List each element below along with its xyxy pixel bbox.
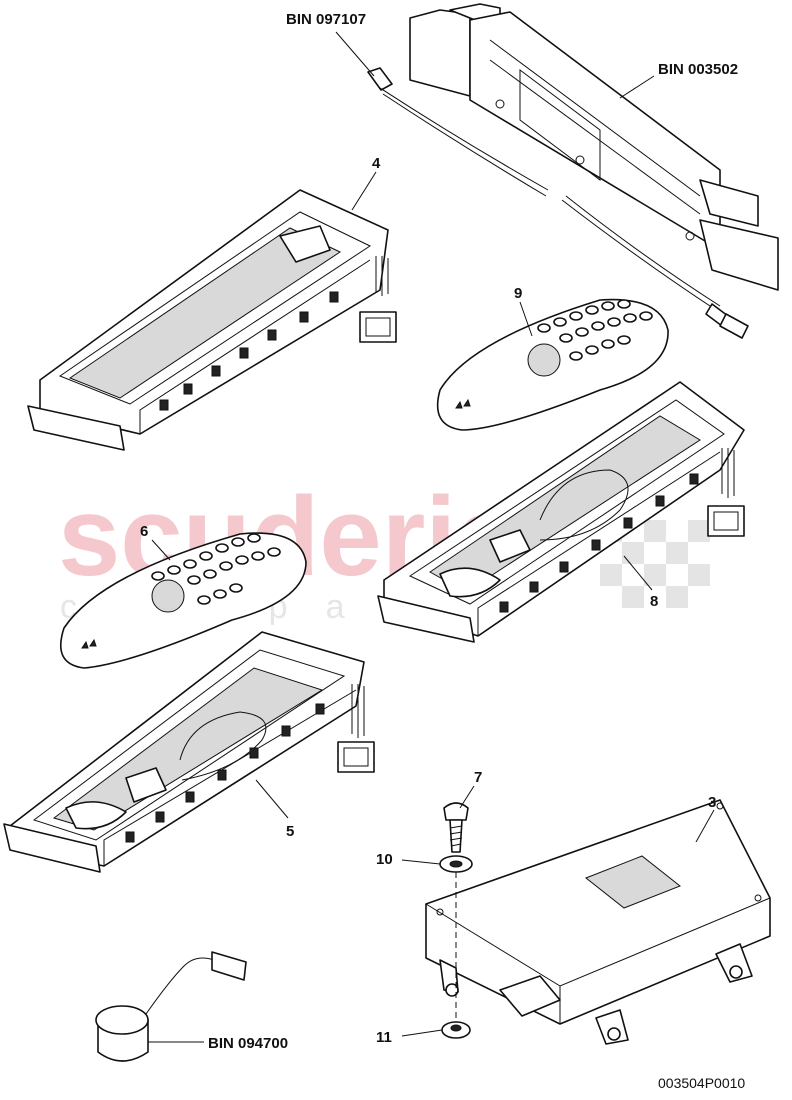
cradle-part-5 [3,631,375,873]
remote-part-9 [436,298,669,431]
label-bin-094700: BIN 094700 [208,1035,288,1052]
cradle-part-8 [377,381,745,643]
antenna-cable-part [367,67,749,339]
tray-part-4 [27,189,397,451]
remote-part-6 [59,532,307,669]
label-part-6: 6 [140,523,148,540]
microphone-part [95,951,247,1062]
washer-part-11 [441,1021,471,1039]
control-module-part-3 [425,799,771,1045]
label-part-11: 11 [376,1029,392,1046]
leader-lines [148,31,715,1043]
diagram-code: 003504P0010 [658,1075,745,1091]
screw-part-7 [443,802,469,853]
checker-flag-graphic [600,520,710,608]
label-part-5: 5 [286,823,294,840]
label-part-7: 7 [474,769,482,786]
callout-labels: BIN 097107 BIN 003502 BIN 094700 3 4 5 6… [140,11,745,1091]
antenna-module-part [409,3,779,291]
label-bin-003502: BIN 003502 [658,61,738,78]
label-part-9: 9 [514,285,522,302]
label-part-10: 10 [376,851,393,868]
label-part-3: 3 [708,794,716,811]
label-part-8: 8 [650,593,658,610]
label-part-4: 4 [372,155,381,172]
washer-part-10 [439,855,473,873]
label-bin-097107: BIN 097107 [286,11,366,28]
